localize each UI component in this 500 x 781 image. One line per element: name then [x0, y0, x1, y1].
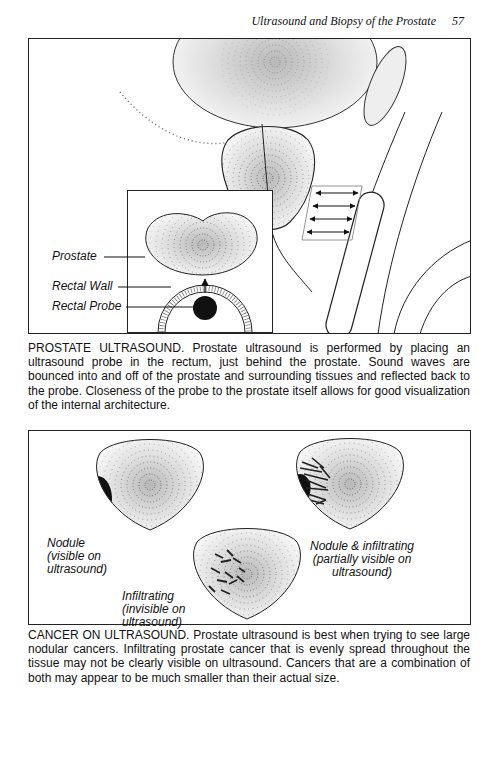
leader-line — [104, 257, 145, 258]
inset-arrow — [204, 279, 205, 293]
seminal-vesicle — [355, 41, 414, 130]
nodule — [91, 476, 112, 515]
figure-label: Infiltrating (invisible on ultrasound) — [122, 590, 204, 629]
pelvis-anatomy — [120, 39, 470, 333]
figure-caption: CANCER ON ULTRASOUND. Prostate ultrasoun… — [28, 628, 470, 685]
rectal-wall-line — [378, 112, 442, 333]
sound-wave-arrow — [307, 232, 349, 233]
sound-field — [302, 186, 362, 240]
sound-wave-arrow — [310, 219, 352, 220]
bladder-texture — [222, 39, 328, 115]
prostate-nodule — [91, 432, 203, 538]
prostate-fill — [297, 439, 404, 530]
inset-wall-texture — [162, 289, 249, 333]
prostate-fill — [194, 529, 301, 620]
figure-label: Nodule & infiltrating (partially visible… — [298, 540, 426, 579]
rectal-probe — [323, 189, 387, 333]
prostate-outline — [297, 439, 404, 530]
prostate-fill — [97, 440, 204, 531]
body-outline — [420, 276, 470, 333]
prostate-infiltrating — [194, 521, 301, 627]
inset-rectal-wall — [165, 292, 245, 332]
inset-prostate — [146, 213, 257, 275]
sound-wave-arrow — [313, 206, 355, 207]
inset-prostate-texture — [150, 192, 256, 298]
prostate-outline — [97, 440, 204, 531]
inset-probe — [193, 296, 217, 320]
prostate-mixed — [291, 431, 404, 537]
running-head: Ultrasound and Biopsy of the Prostate — [180, 14, 436, 28]
bladder — [173, 39, 377, 128]
inset-frame — [128, 191, 273, 333]
inset-prostate-texture — [150, 192, 256, 298]
part-label: Rectal Wall — [52, 280, 112, 293]
page-number: 57 — [452, 14, 464, 28]
pubic-outline — [120, 92, 238, 144]
nodule — [291, 474, 311, 510]
body-outline — [394, 240, 470, 333]
prostate-texture — [97, 432, 203, 538]
infiltration — [300, 458, 330, 504]
bladder-texture — [222, 39, 328, 115]
leader-line — [118, 287, 171, 288]
inset-prostate-outline — [146, 213, 257, 275]
prostate-outline — [194, 529, 301, 620]
prostate-texture — [91, 432, 203, 538]
prostate-texture — [291, 431, 403, 537]
prostate-texture — [194, 521, 300, 627]
part-label: Rectal Probe — [52, 300, 121, 313]
part-label: Prostate — [52, 250, 97, 263]
leader-line — [126, 307, 193, 308]
sound-wave-arrow — [316, 193, 358, 194]
inset-prostate-texture — [150, 192, 256, 298]
figure-frame — [29, 431, 471, 625]
prostate-texture — [297, 431, 403, 537]
figure-caption: PROSTATE ULTRASOUND. Prostate ultrasound… — [28, 341, 470, 412]
figure-label: Nodule (visible on ultrasound) — [47, 537, 119, 576]
prostate-texture — [194, 521, 300, 627]
infiltration — [209, 550, 245, 594]
